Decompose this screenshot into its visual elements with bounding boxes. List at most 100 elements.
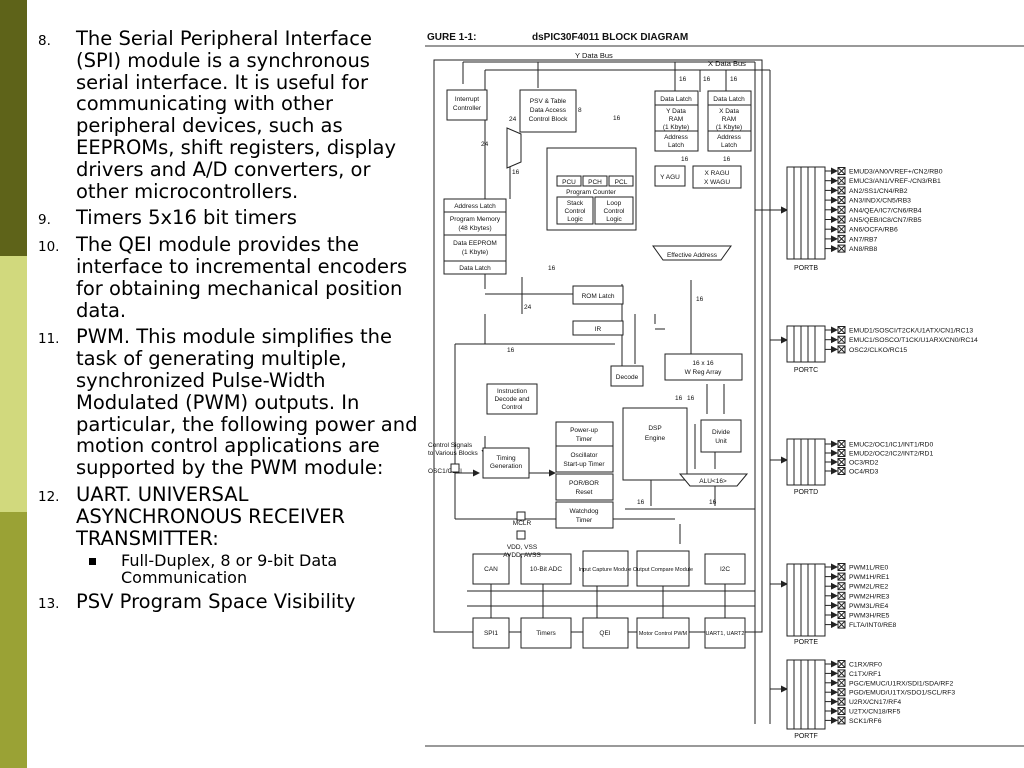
loop-label: Control [604, 208, 626, 215]
bus-width-label: 16 [512, 169, 520, 176]
bus-width-label: 24 [524, 304, 532, 311]
list-item: 12.UART. UNIVERSAL ASYNCHRONOUS RECEIVER… [38, 484, 418, 549]
pin-cross-icon [837, 215, 846, 224]
figure-title: dsPIC30F4011 BLOCK DIAGRAM [532, 32, 688, 43]
list-number: 8. [38, 33, 51, 49]
pin-label: EMUD2/OC2/IC2/INT2/RD1 [849, 451, 933, 458]
pin-label: PWM2H/RE3 [849, 593, 890, 600]
pin-cross-icon [837, 176, 846, 185]
pin-cross-icon [837, 572, 846, 581]
stack-label: Control [565, 208, 587, 215]
y-data-bus-label: Y Data Bus [575, 51, 613, 60]
pin-label: OC3/RD2 [849, 460, 879, 467]
pin-cross-icon [837, 196, 846, 204]
peripheral-qei: QEI [599, 630, 610, 637]
pin-label: PWM2L/RE2 [849, 584, 889, 591]
bus-width-label: 16 [637, 499, 645, 506]
pin-cross-icon [837, 225, 846, 234]
control-signals-label: to Various Blocks [428, 450, 478, 457]
pin-cross-icon [837, 591, 846, 600]
pin-cross-icon [837, 697, 846, 706]
pin-label: SCK1/RF6 [849, 718, 882, 725]
pin-label: C1RX/RF0 [849, 662, 882, 669]
instruction-decode-label: Control [502, 404, 524, 411]
bus-width-label: 16 [703, 76, 711, 83]
timing-generation-label: Timing [496, 455, 516, 462]
list-number: 9. [38, 212, 51, 229]
loop-label: Loop [607, 200, 622, 207]
power-pins-label: VDD, VSS [507, 544, 538, 551]
bus-width-label: 16 [687, 395, 695, 402]
divide-unit-label: Divide [712, 429, 730, 436]
timing-generation-label: Generation [490, 463, 523, 470]
bus-width-label: 16 [730, 76, 738, 83]
pin-label: PWM1H/RE1 [849, 574, 890, 581]
list-text: PWM. This module simplifies the task of … [76, 325, 418, 480]
control-signals-label: Control Signals [428, 442, 473, 449]
osc-input-label: OSC1/CLKI [428, 468, 462, 475]
oscillator-label: Oscillator [570, 452, 598, 459]
peripheral-motor-pwm: Motor Control PWM [639, 631, 688, 637]
x-ram-label: RAM [722, 116, 736, 123]
pin-cross-icon [837, 669, 846, 678]
list-item: 11. PWM. This module simplifies the task … [38, 326, 418, 479]
port-name-d: PORTD [794, 489, 818, 496]
y-ram-label: RAM [669, 116, 683, 123]
square-bullet-icon [89, 558, 96, 566]
psv-label: PSV & Table [530, 98, 567, 105]
effective-address-label: Effective Address [667, 252, 718, 259]
list-item: 10. The QEI module provides the interface… [38, 234, 418, 321]
accent-bar-bottom [0, 512, 27, 768]
osc-pin-icon [450, 463, 460, 473]
pin-list: EMUD3/AN0/VREF+/CN2/RB0EMUC3/AN1/VREF-/C… [825, 167, 978, 725]
pin-cross-icon [837, 601, 846, 610]
bus-width-label: 16 [723, 156, 731, 163]
pin-cross-icon [837, 688, 846, 697]
oscillator-label: Start-up Timer [563, 461, 605, 468]
sub-list-text: Full-Duplex, 8 or 9-bit Data Communicati… [121, 551, 338, 588]
pin-cross-icon [837, 678, 846, 687]
power-pins-label: AVDD, AVSS [503, 552, 541, 559]
pin-label: EMUC1/SOSCO/T1CK/U1ARX/CN0/RC14 [849, 337, 978, 344]
pin-label: EMUC3/AN1/VREF-/CN3/RB1 [849, 178, 941, 185]
x-data-latch-label: Data Latch [713, 96, 745, 103]
pin-cross-icon [837, 244, 846, 253]
wreg-label: W Reg Array [685, 369, 723, 376]
psv-label: Control Block [529, 116, 568, 123]
powerup-timer-label: Power-up [570, 427, 598, 434]
list-number: 11. [38, 331, 60, 348]
pch-label: PCH [588, 179, 602, 186]
peripheral-adc: 10-Bit ADC [530, 566, 562, 573]
data-latch-label: Data Latch [459, 265, 491, 272]
y-address-latch-label: Latch [668, 142, 684, 149]
list-text: PSV Program Space Visibility [76, 590, 356, 614]
pcl-label: PCL [615, 179, 628, 186]
interrupt-label: Controller [453, 105, 482, 112]
pin-label: AN6/OCFA/RB6 [849, 227, 898, 234]
instruction-decode-label: Decode and [494, 396, 529, 403]
program-memory-label: Program Memory [450, 216, 501, 223]
list-text: The QEI module provides the interface to… [76, 233, 408, 322]
interrupt-label: Interrupt [455, 96, 479, 103]
pin-label: PWM1L/RE0 [849, 565, 889, 572]
pin-cross-icon [837, 235, 846, 243]
list-item: 13.PSV Program Space Visibility [38, 591, 418, 613]
dsp-engine-label: DSP [648, 425, 661, 432]
pin-cross-icon [837, 620, 846, 629]
accent-bar-middle [0, 256, 27, 512]
pin-cross-icon [837, 716, 846, 725]
stack-label: Logic [567, 216, 583, 223]
pin-label: FLTA/INT0/RE8 [849, 622, 897, 629]
pin-cross-icon [837, 186, 846, 195]
pin-label: PGC/EMUC/U1RX/SDI1/SDA/RF2 [849, 680, 953, 687]
pin-label: EMUD3/AN0/VREF+/CN2/RB0 [849, 169, 943, 176]
bus-width-label: 16 [709, 499, 717, 506]
program-counter-label: Program Counter [566, 189, 617, 196]
x-address-latch-label: Latch [721, 142, 737, 149]
pin-label: PWM3L/RE4 [849, 603, 889, 610]
bus-width-label: 24 [509, 116, 517, 123]
list-number: 10. [38, 239, 60, 256]
dsp-engine-label: Engine [645, 435, 666, 442]
address-latch-label: Address Latch [454, 203, 496, 210]
pin-cross-icon [837, 582, 846, 591]
